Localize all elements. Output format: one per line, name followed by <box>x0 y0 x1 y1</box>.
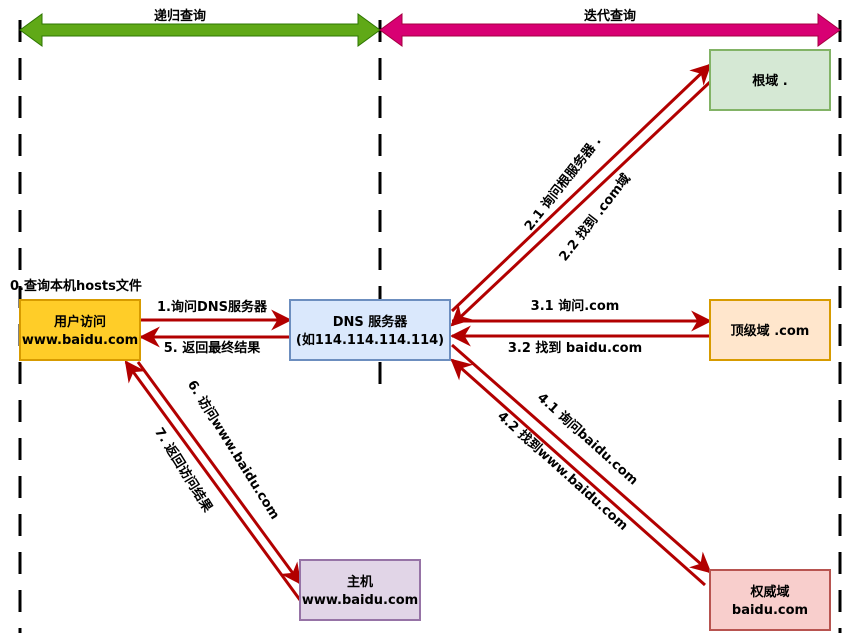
node-root-line1: 根域 . <box>752 73 787 89</box>
label-step-1: 1.询问DNS服务器 <box>157 299 268 315</box>
arrow-step-4-1 <box>451 343 712 574</box>
node-host-line1: 主机 <box>347 574 373 590</box>
arrow-step-6 <box>136 361 302 585</box>
arrow-step-2-2 <box>450 80 712 327</box>
iterative-label: 迭代查询 <box>584 8 636 24</box>
node-tld: 顶级域 .com <box>709 299 831 361</box>
arrow-step-4-2 <box>450 358 706 587</box>
node-dns: DNS 服务器 (如114.114.114.114) <box>289 299 451 361</box>
label-step-3-2: 3.2 找到 baidu.com <box>508 340 642 356</box>
node-dns-line2: (如114.114.114.114) <box>296 332 444 348</box>
recursive-label: 递归查询 <box>154 8 206 24</box>
node-user: 用户访问 www.baidu.com <box>19 299 141 361</box>
node-auth-line1: 权威域 <box>749 584 789 600</box>
node-host-line2: www.baidu.com <box>302 593 418 608</box>
node-host: 主机 www.baidu.com <box>299 559 421 621</box>
arrow-step-7 <box>124 360 302 601</box>
label-step-5: 5. 返回最终结果 <box>164 340 261 356</box>
node-dns-line1: DNS 服务器 <box>333 314 409 330</box>
node-user-line1: 用户访问 <box>53 314 106 330</box>
arrows <box>124 63 713 601</box>
node-auth-line2: baidu.com <box>732 603 808 618</box>
node-user-line2: www.baidu.com <box>22 333 138 348</box>
arrow-step-2-1 <box>450 63 712 313</box>
label-step-0: 0.查询本机hosts文件 <box>10 278 142 294</box>
node-root: 根域 . <box>709 49 831 111</box>
label-step-3-1: 3.1 询问.com <box>531 298 620 314</box>
iterative-double-arrow <box>379 13 841 47</box>
node-tld-line1: 顶级域 .com <box>731 323 810 339</box>
node-auth: 权威域 baidu.com <box>709 569 831 631</box>
label-step-4-1: 4.1 询问baidu.com <box>534 390 641 489</box>
